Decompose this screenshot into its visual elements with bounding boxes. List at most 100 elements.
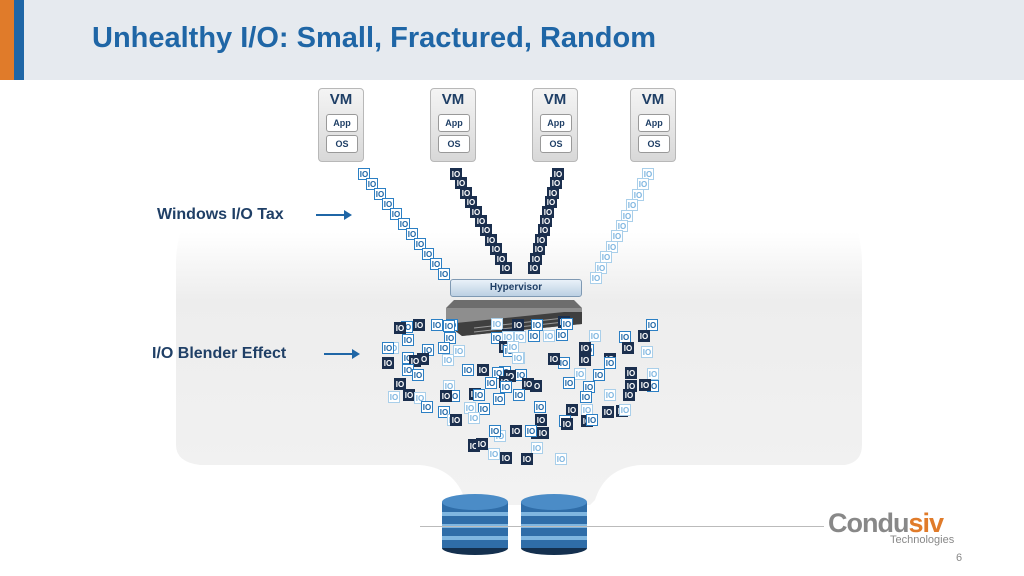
- io-block: IO: [358, 168, 370, 180]
- os-box: OS: [326, 135, 358, 153]
- io-block: IO: [632, 189, 644, 201]
- app-box: App: [326, 114, 358, 132]
- storage-disk-icon: [521, 494, 587, 555]
- io-block: IO: [477, 364, 489, 376]
- io-block: IO: [625, 367, 637, 379]
- io-block: IO: [513, 389, 525, 401]
- app-box: App: [438, 114, 470, 132]
- io-block: IO: [431, 319, 443, 331]
- app-box: App: [638, 114, 670, 132]
- vm-4: VM App OS: [630, 88, 676, 162]
- hypervisor-label: Hypervisor: [450, 279, 582, 297]
- os-box: OS: [438, 135, 470, 153]
- io-block: IO: [473, 389, 485, 401]
- io-block: IO: [390, 208, 402, 220]
- io-block: IO: [647, 368, 659, 380]
- io-block: IO: [406, 228, 418, 240]
- io-block: IO: [502, 331, 514, 343]
- io-block: IO: [528, 330, 540, 342]
- io-block: IO: [394, 378, 406, 390]
- io-block: IO: [453, 345, 465, 357]
- hypervisor-server-icon: [446, 300, 582, 336]
- io-block: IO: [510, 425, 522, 437]
- io-block: IO: [488, 448, 500, 460]
- io-block: IO: [462, 364, 474, 376]
- condusiv-logo: Condusiv: [828, 508, 944, 538]
- blender-arrow: [324, 349, 360, 359]
- io-block: IO: [590, 272, 602, 284]
- io-block: IO: [485, 377, 497, 389]
- io-block: IO: [579, 342, 591, 354]
- io-block: IO: [442, 354, 454, 366]
- vm-3: VM App OS: [532, 88, 578, 162]
- io-block: IO: [534, 401, 546, 413]
- vm-2: VM App OS: [430, 88, 476, 162]
- io-block: IO: [528, 262, 540, 274]
- io-block: IO: [522, 378, 534, 390]
- io-block: IO: [579, 354, 591, 366]
- io-block: IO: [430, 258, 442, 270]
- io-block: IO: [512, 352, 524, 364]
- io-block: IO: [500, 452, 512, 464]
- io-block: IO: [639, 379, 651, 391]
- io-block: IO: [525, 425, 537, 437]
- vm-1: VM App OS: [318, 88, 364, 162]
- io-block: IO: [382, 198, 394, 210]
- io-block: IO: [444, 332, 456, 344]
- footer-divider: [420, 526, 824, 527]
- io-block: IO: [422, 248, 434, 260]
- io-block: IO: [642, 168, 654, 180]
- accent-bar-grey: [24, 0, 72, 80]
- io-block: IO: [414, 238, 426, 250]
- io-block: IO: [398, 218, 410, 230]
- io-block: IO: [602, 406, 614, 418]
- io-block: IO: [521, 453, 533, 465]
- io-block: IO: [535, 414, 547, 426]
- accent-bar-orange: [0, 0, 14, 80]
- io-block: IO: [586, 414, 598, 426]
- io-block: IO: [438, 342, 450, 354]
- io-block: IO: [491, 318, 503, 330]
- io-block: IO: [606, 241, 618, 253]
- io-block: IO: [476, 438, 488, 450]
- io-block: IO: [566, 404, 578, 416]
- io-block: IO: [374, 188, 386, 200]
- io-block: IO: [581, 404, 593, 416]
- io-block: IO: [638, 330, 650, 342]
- slide-title: Unhealthy I/O: Small, Fractured, Random: [92, 22, 656, 54]
- io-block: IO: [468, 412, 480, 424]
- io-block: IO: [438, 268, 450, 280]
- io-block: IO: [413, 319, 425, 331]
- io-block: IO: [440, 390, 452, 402]
- io-block: IO: [595, 262, 607, 274]
- page-number: 6: [956, 552, 963, 564]
- io-block: IO: [388, 391, 400, 403]
- accent-bar-blue: [14, 0, 24, 80]
- os-box: OS: [540, 135, 572, 153]
- io-block: IO: [623, 389, 635, 401]
- io-block: IO: [574, 368, 586, 380]
- storage-disk-icon: [442, 494, 508, 555]
- io-block: IO: [646, 319, 658, 331]
- io-block: IO: [548, 353, 560, 365]
- io-block: IO: [589, 330, 601, 342]
- io-block: IO: [443, 320, 455, 332]
- io-block: IO: [555, 453, 567, 465]
- io-block: IO: [489, 425, 501, 437]
- io-block: IO: [593, 369, 605, 381]
- io-block: IO: [561, 418, 573, 430]
- io-block: IO: [537, 427, 549, 439]
- io-block: IO: [394, 322, 406, 334]
- io-block: IO: [563, 377, 575, 389]
- tax-arrow: [316, 210, 352, 220]
- io-block: IO: [604, 357, 616, 369]
- io-block: IO: [478, 403, 490, 415]
- io-block: IO: [490, 243, 502, 255]
- io-block: IO: [450, 414, 462, 426]
- io-blender-label: I/O Blender Effect: [152, 345, 287, 362]
- io-block: IO: [580, 391, 592, 403]
- io-block: IO: [493, 393, 505, 405]
- io-block: IO: [402, 334, 414, 346]
- io-block: IO: [421, 401, 433, 413]
- os-box: OS: [638, 135, 670, 153]
